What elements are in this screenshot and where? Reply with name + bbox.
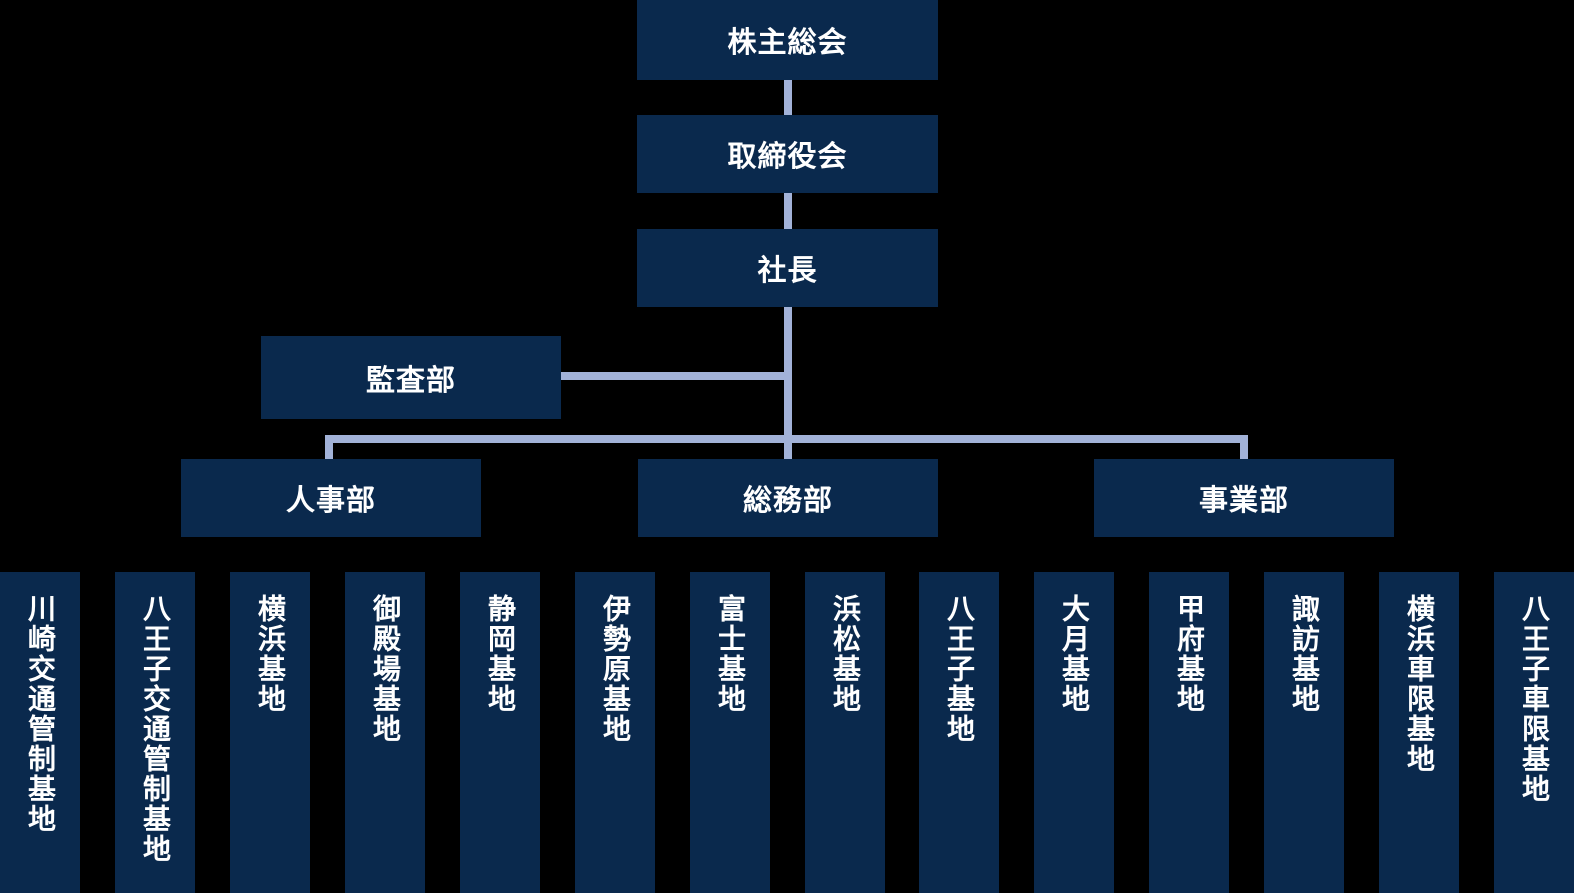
connector-president-general bbox=[784, 307, 792, 459]
org-base-kofu: 甲府基地 bbox=[1149, 572, 1229, 893]
org-base-otsuki: 大月基地 bbox=[1034, 572, 1114, 893]
base-label: 八王子基地 bbox=[944, 594, 975, 744]
base-label: 大月基地 bbox=[1059, 594, 1090, 714]
org-node-board-of-directors: 取締役会 bbox=[637, 115, 938, 193]
base-label: 横浜車限基地 bbox=[1404, 594, 1435, 774]
base-label: 八王子交通管制基地 bbox=[140, 594, 171, 864]
org-base-hachioji-traffic-control: 八王子交通管制基地 bbox=[115, 572, 195, 893]
org-node-business-department: 事業部 bbox=[1094, 459, 1394, 537]
connector-shareholders-board bbox=[784, 80, 792, 115]
base-label: 静岡基地 bbox=[485, 594, 516, 714]
connector-hr-stub bbox=[325, 443, 333, 459]
base-label: 御殿場基地 bbox=[370, 594, 401, 744]
org-base-fuji: 富士基地 bbox=[690, 572, 770, 893]
base-label: 浜松基地 bbox=[830, 594, 861, 714]
base-label: 横浜基地 bbox=[255, 594, 286, 714]
org-base-shizuoka: 静岡基地 bbox=[460, 572, 540, 893]
base-label: 富士基地 bbox=[715, 594, 746, 714]
org-node-shareholders-meeting: 株主総会 bbox=[637, 0, 938, 80]
base-label: 川崎交通管制基地 bbox=[25, 594, 56, 834]
org-base-suwa: 諏訪基地 bbox=[1264, 572, 1344, 893]
org-node-president: 社長 bbox=[637, 229, 938, 307]
connector-audit-branch bbox=[561, 372, 788, 380]
org-node-hr-department: 人事部 bbox=[181, 459, 481, 537]
org-base-isehara: 伊勢原基地 bbox=[575, 572, 655, 893]
org-node-general-affairs-department: 総務部 bbox=[638, 459, 938, 537]
org-base-yokohama-vehicle-limit: 横浜車限基地 bbox=[1379, 572, 1459, 893]
org-base-hachioji: 八王子基地 bbox=[919, 572, 999, 893]
org-base-yokohama: 横浜基地 bbox=[230, 572, 310, 893]
connector-board-president bbox=[784, 193, 792, 229]
org-base-hamamatsu: 浜松基地 bbox=[805, 572, 885, 893]
org-base-gotemba: 御殿場基地 bbox=[345, 572, 425, 893]
connector-business-stub bbox=[1240, 443, 1248, 459]
org-base-kawasaki-traffic-control: 川崎交通管制基地 bbox=[0, 572, 80, 893]
connector-departments-bus bbox=[325, 435, 1248, 443]
base-label: 諏訪基地 bbox=[1289, 594, 1320, 714]
base-label: 八王子車限基地 bbox=[1519, 594, 1550, 804]
base-label: 甲府基地 bbox=[1174, 594, 1205, 714]
base-label: 伊勢原基地 bbox=[600, 594, 631, 744]
org-base-hachioji-vehicle-limit: 八王子車限基地 bbox=[1494, 572, 1574, 893]
org-node-audit-department: 監査部 bbox=[261, 336, 561, 419]
